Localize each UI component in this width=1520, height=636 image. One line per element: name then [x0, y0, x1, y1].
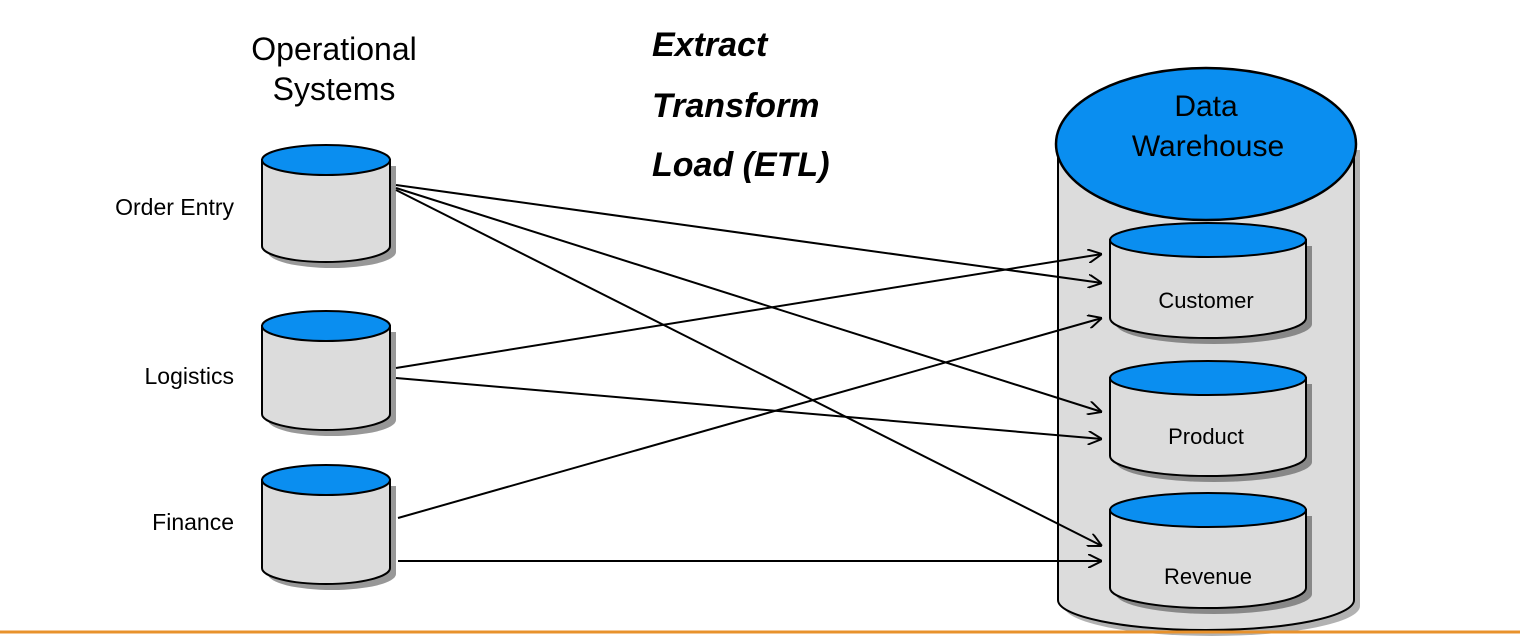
revenue-label: Revenue — [1164, 564, 1252, 589]
order-entry-label: Order Entry — [115, 194, 234, 220]
arrow-logistics-to-customer — [395, 254, 1102, 369]
source-logistics — [261, 310, 396, 436]
sources-heading-line2: Systems — [273, 71, 396, 107]
warehouse-title-line1: Data — [1174, 90, 1238, 123]
warehouse-table-revenue: Revenue — [1109, 492, 1312, 614]
logistics-body — [261, 325, 391, 431]
logistics-top — [261, 310, 391, 342]
sources-heading-line1: Operational — [251, 31, 416, 67]
etl-arrows — [395, 184, 1102, 561]
revenue-body — [1109, 509, 1307, 609]
arrow-order-entry-to-product — [395, 187, 1102, 412]
revenue-top — [1109, 492, 1307, 528]
customer-label: Customer — [1158, 288, 1253, 313]
product-body — [1109, 377, 1307, 477]
warehouse-table-customer: Customer — [1109, 222, 1312, 344]
arrow-order-entry-to-customer — [395, 184, 1102, 283]
etl-heading-line3: Load (ETL) — [652, 146, 830, 184]
arrow-order-entry-to-revenue — [395, 189, 1102, 546]
customer-top — [1109, 222, 1307, 258]
source-finance — [261, 464, 396, 590]
order-entry-top — [261, 144, 391, 176]
arrow-finance-to-customer — [397, 318, 1102, 519]
etl-heading-line2: Transform — [652, 87, 820, 125]
arrow-logistics-to-product — [395, 377, 1102, 439]
finance-body — [261, 479, 391, 585]
finance-top — [261, 464, 391, 496]
product-label: Product — [1168, 424, 1244, 449]
product-top — [1109, 360, 1307, 396]
warehouse-title-line2: Warehouse — [1132, 130, 1284, 163]
order-entry-body — [261, 159, 391, 263]
source-order-entry — [261, 144, 396, 268]
etl-heading-line1: Extract — [652, 26, 769, 64]
logistics-label: Logistics — [145, 363, 234, 389]
warehouse-top — [1054, 66, 1358, 222]
customer-body — [1109, 239, 1307, 339]
finance-label: Finance — [152, 509, 234, 535]
warehouse-table-product: Product — [1109, 360, 1312, 482]
